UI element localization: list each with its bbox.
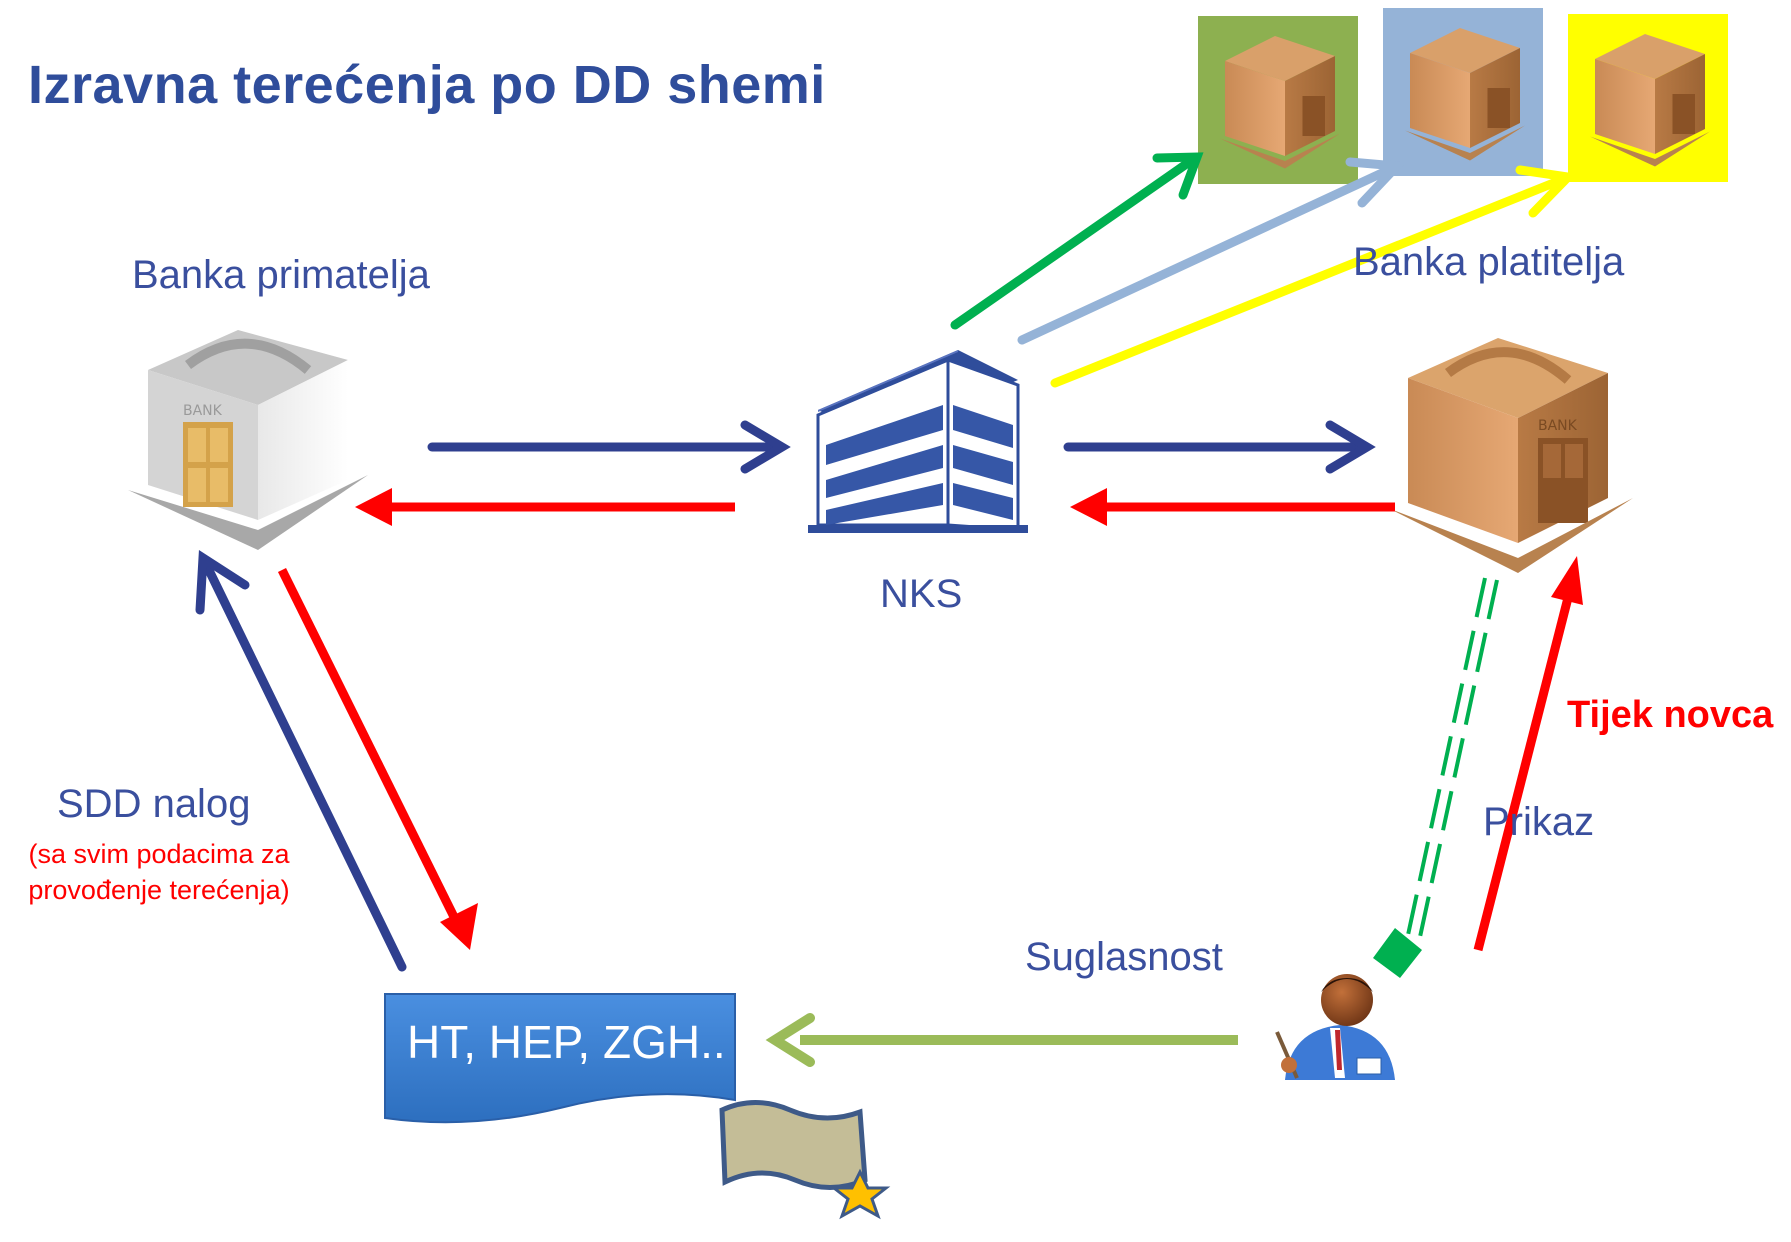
bank-yellow-icon [1568,14,1728,182]
arrow-nks-to-green-bank [950,152,1204,330]
label-tijek-novca: Tijek novca [1567,694,1774,736]
arrow-nks-to-yellow-bank [1050,165,1578,388]
arrow-nks-to-payer [1063,420,1376,474]
label-sdd-nalog: SDD nalog [57,782,251,826]
label-sdd-note: (sa svim podacima za provođenje terećenj… [14,836,304,908]
arrow-prikaz-dashed [1406,577,1499,938]
bank-green-icon [1198,16,1358,184]
label-suglasnost: Suglasnost [1025,935,1223,979]
nks-building-icon [808,350,1028,533]
svg-text:BANK: BANK [1538,418,1578,434]
arrow-prikaz-head [1373,928,1422,978]
arrow-sdd-order [195,550,407,972]
label-sdd-note-line2: provođenje terećenja) [28,875,290,905]
bank-lightblue-icon [1383,8,1543,176]
arrow-receiver-to-creditor [277,568,478,950]
label-nks: NKS [880,572,963,616]
label-prikaz: Prikaz [1483,800,1595,844]
person-icon [1275,974,1395,1080]
creditor-box-label: HT, HEP, ZGH.. [407,1016,726,1068]
creditor-box [384,993,736,1124]
arrow-consent [765,1013,1238,1067]
arrow-payer-to-nks [1070,488,1395,526]
arrow-nks-to-receiver [355,488,735,526]
bank-payer-icon: BANK [1388,338,1633,573]
label-banka-platitelja: Banka platitelja [1353,240,1625,284]
label-banka-primatelja: Banka primatelja [132,253,430,297]
label-sdd-note-line1: (sa svim podacima za [28,839,290,869]
arrow-receiver-to-nks [427,420,791,474]
bank-receiver-icon: BANK [128,330,368,550]
arrow-nks-to-blue-bank [1017,157,1407,345]
svg-text:BANK: BANK [183,403,223,419]
arrow-money-flow [1473,556,1583,952]
certificate-scroll-icon [719,1100,891,1220]
page-title: Izravna terećenja po DD shemi [28,55,826,115]
